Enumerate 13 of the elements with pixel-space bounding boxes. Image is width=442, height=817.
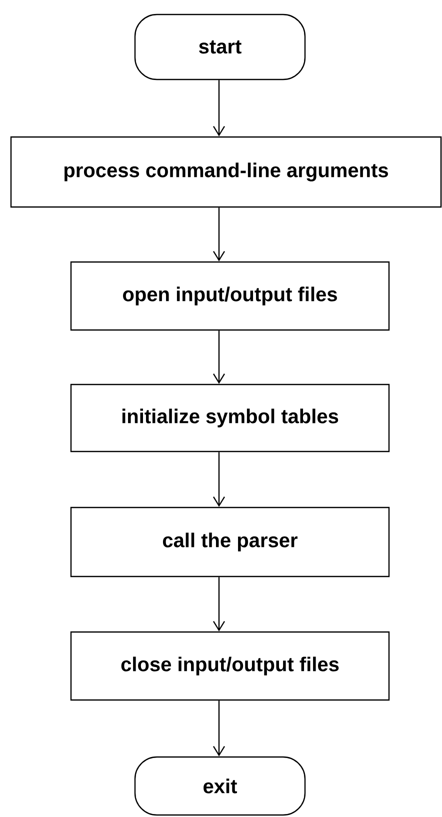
process-box: process command-line arguments xyxy=(10,136,442,208)
arrow xyxy=(213,208,226,262)
process-box: call the parser xyxy=(70,506,390,578)
arrow xyxy=(213,80,226,136)
terminal-box: exit xyxy=(134,756,306,816)
process-box: open input/output files xyxy=(70,261,390,331)
process-box: close input/output files xyxy=(70,631,390,701)
arrow xyxy=(213,330,226,384)
arrow xyxy=(213,452,226,507)
terminal-box: start xyxy=(134,14,306,80)
arrow xyxy=(213,577,226,632)
arrow xyxy=(213,700,226,756)
process-box: initialize symbol tables xyxy=(70,384,390,452)
